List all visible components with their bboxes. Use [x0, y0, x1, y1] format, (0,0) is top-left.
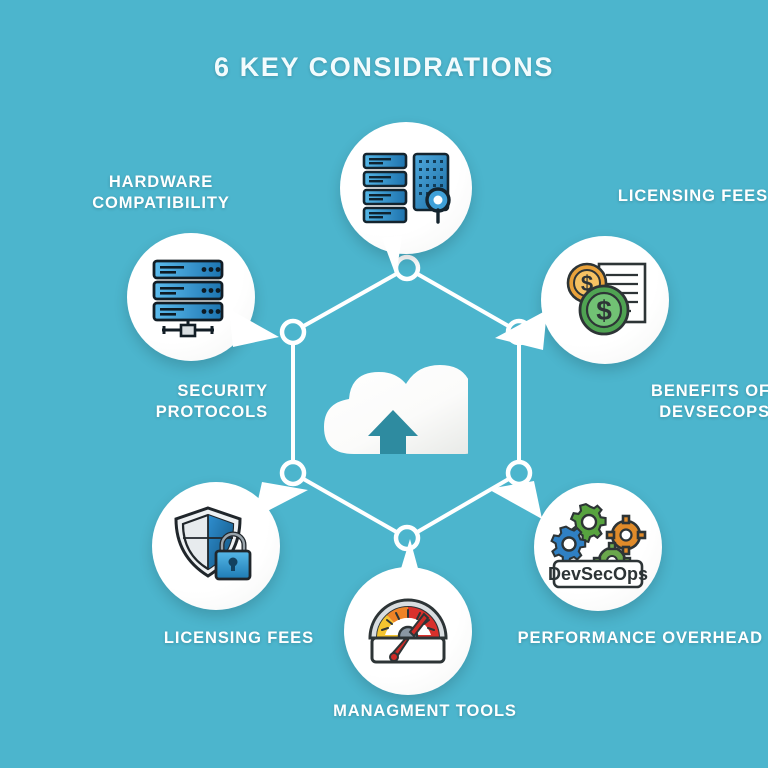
- gear-orange-icon: [605, 514, 647, 556]
- label-security-protocols: SECURITY PROTOCOLS: [155, 382, 268, 421]
- label-managment-tools: MANAGMENT TOOLS: [333, 702, 517, 720]
- bubble-lower-left[interactable]: [152, 482, 308, 610]
- padlock-icon: [214, 531, 252, 581]
- label-licensing-fees-top: LICENSING FEES: [617, 187, 768, 205]
- coin-orange-icon: $: [566, 262, 608, 304]
- bubble-tail-lower-left: [254, 482, 308, 518]
- hex-node-lower-left: [279, 459, 307, 487]
- bubble-top[interactable]: [340, 122, 472, 276]
- coin-green-icon: $: [578, 284, 630, 336]
- coins-document-icon: $ $: [566, 262, 647, 336]
- gauge-needle-icon: [389, 612, 430, 662]
- svg-text:$: $: [596, 295, 612, 326]
- devsecops-label-box: DevSecOps: [548, 559, 648, 589]
- devsecops-gears-icon: DevSecOps: [548, 502, 648, 589]
- hex-node-upper-left: [279, 318, 307, 346]
- server-database-search-icon: [362, 152, 451, 224]
- label-benefits-of-devsecops: BENEFITS OF DEVSECOPS: [651, 382, 768, 421]
- server-stack-network-icon: [152, 259, 224, 338]
- bubble-upper-left[interactable]: [127, 233, 279, 361]
- bubble-tail-upper-right: [495, 310, 547, 350]
- gear-blue-icon: [550, 525, 587, 565]
- label-hardware-compatibility: HARDWARE COMPATIBILITY: [92, 173, 230, 212]
- cloud-upload-icon: [324, 365, 468, 454]
- hex-node-top: [393, 254, 421, 282]
- page-title: 6 KEY CONSIDRATIONS: [214, 52, 554, 82]
- bubble-tail-lower-right: [488, 481, 542, 519]
- search-icon: [425, 187, 451, 224]
- bubble-bottom[interactable]: [344, 539, 472, 695]
- bubble-tail-upper-left: [229, 309, 279, 347]
- shield-lock-icon: [174, 506, 252, 581]
- speedometer-gauge-icon: [368, 598, 448, 664]
- devsecops-label-text: DevSecOps: [548, 564, 648, 584]
- bubble-upper-right[interactable]: $ $: [495, 236, 669, 364]
- bubble-lower-right[interactable]: DevSecOps: [488, 481, 662, 611]
- label-licensing-fees-bottom: LICENSING FEES: [163, 629, 314, 647]
- label-performance-overhead: PERFORMANCE OVERHEAD: [517, 629, 763, 647]
- bubble-tail-top: [382, 236, 402, 276]
- bubble-tail-bottom: [396, 539, 422, 585]
